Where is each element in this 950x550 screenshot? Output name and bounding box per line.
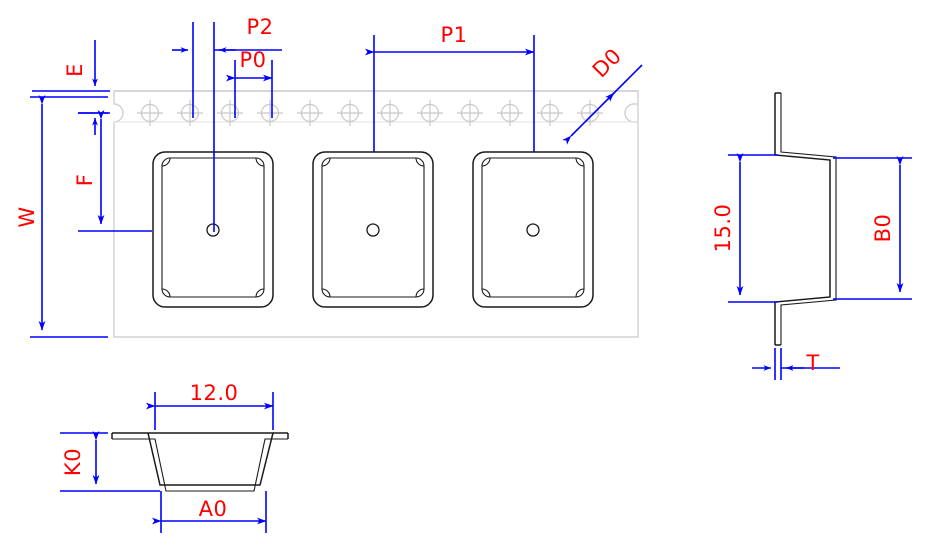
right-section-view: 15.0 B0 T [711,92,912,380]
pocket-1 [152,151,274,308]
dimension-P1 [365,35,535,152]
top-plan-view: W F E P2 P0 [15,15,643,338]
dimension-label-T: T [805,351,819,375]
dimension-D0 [562,64,643,145]
sprocket-hole [257,100,283,126]
sprocket-hole [457,100,483,126]
sprocket-hole [337,100,363,126]
dimension-label-P1: P1 [440,23,467,47]
sprocket-hole [217,100,243,126]
sprocket-hole [537,100,563,126]
dimension-15 [728,153,778,303]
dimension-B0 [833,156,912,300]
pocket-2 [312,151,434,308]
pocket-3 [472,151,594,308]
bottom-profile [111,432,289,492]
dimension-A0 [152,491,267,533]
dimension-label-P2: P2 [246,15,273,39]
dimension-label-F: F [73,174,97,187]
pocket-center-hole [526,223,540,237]
sprocket-hole [497,100,523,126]
dimension-label-D0: D0 [588,44,627,83]
dimension-label-K0: K0 [61,448,85,476]
tape-outline-body [113,91,639,338]
sprocket-hole [177,100,203,126]
dimension-label-E: E [63,63,87,77]
dimension-W [30,95,108,338]
dimension-T [752,348,840,380]
sprocket-hole [377,100,403,126]
right-profile [774,92,837,346]
dimension-label-A0: A0 [199,497,228,521]
dimension-12 [146,392,274,430]
bottom-section-view: 12.0 K0 A0 [60,381,289,533]
dimension-P0 [226,60,273,118]
dimension-label-P0: P0 [239,48,266,72]
dimension-label-15: 15.0 [711,204,735,253]
dimension-label-12: 12.0 [190,381,239,405]
pocket-group [152,151,594,308]
dimension-K0 [60,431,160,492]
sprocket-hole-group [137,100,603,126]
dimension-label-W: W [15,206,39,227]
dimension-label-B0: B0 [871,214,895,243]
dimension-P2 [172,22,282,232]
pocket-center-hole [366,223,380,237]
sprocket-hole [297,100,323,126]
dimension-E [32,40,110,135]
sprocket-hole [137,100,163,126]
dimension-F [78,110,152,232]
pocket-center-hole [206,223,220,237]
sprocket-hole [417,100,443,126]
